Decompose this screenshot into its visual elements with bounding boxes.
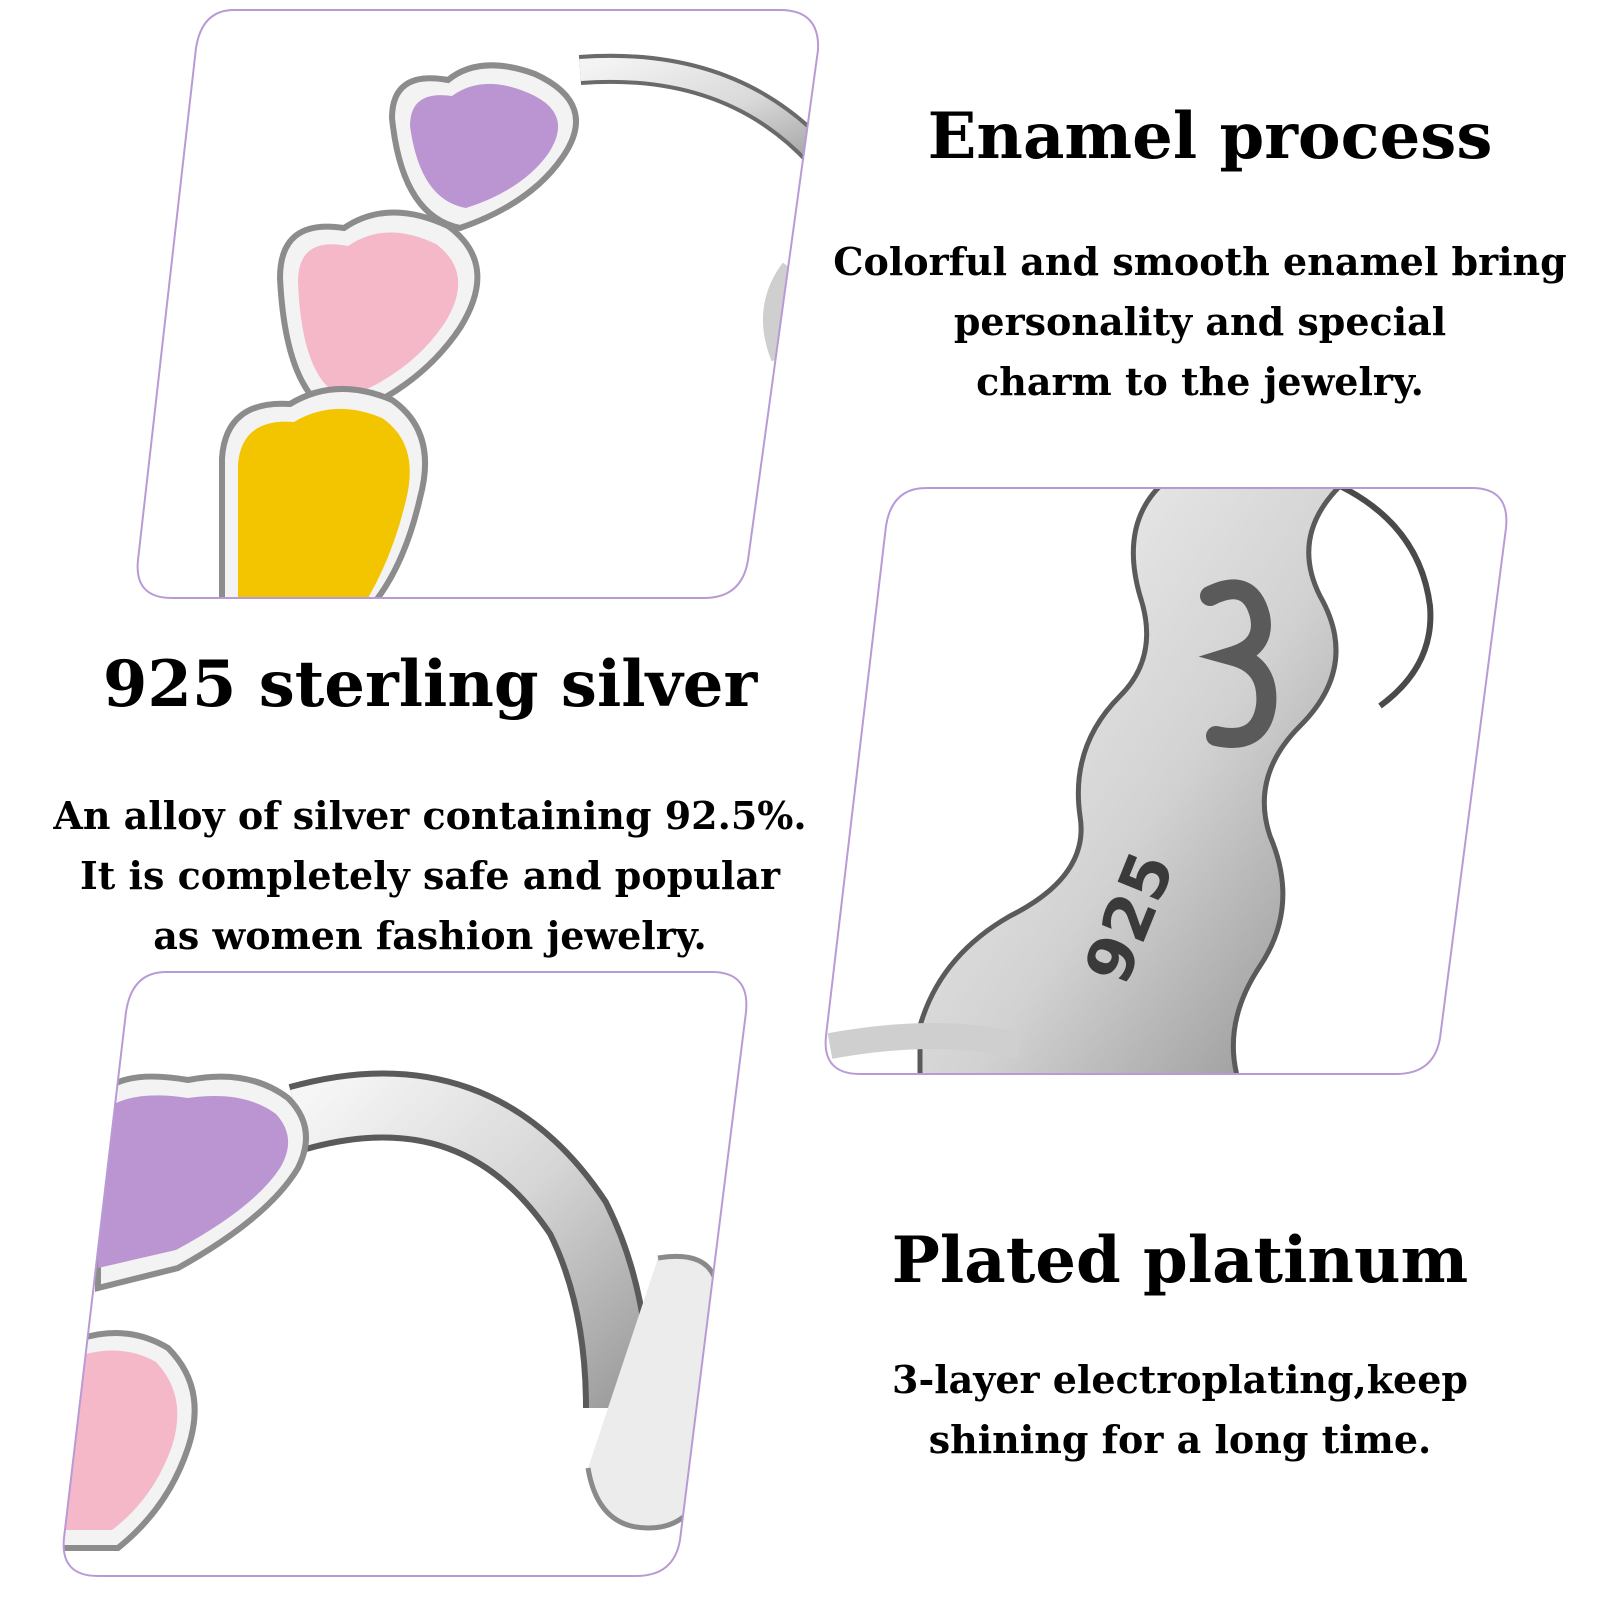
- enamel-process-title: Enamel process: [927, 99, 1493, 174]
- enamel-desc-line: charm to the jewelry.: [976, 359, 1424, 404]
- plated-platinum-title: Plated platinum: [891, 1223, 1469, 1298]
- sterling-silver-description: An alloy of silver containing 92.5%. It …: [40, 786, 820, 966]
- silver-stamp-illustration: 925: [824, 487, 1508, 1075]
- enamel-desc-line: Colorful and smooth enamel bring: [833, 239, 1567, 284]
- silver-stamp-photo: 925: [820, 486, 1520, 1086]
- platinum-desc-line: shining for a long time.: [928, 1417, 1432, 1462]
- enamel-process-description: Colorful and smooth enamel bring persona…: [830, 232, 1570, 412]
- platinum-band-photo: [58, 968, 758, 1588]
- enamel-desc-line: personality and special: [953, 299, 1447, 344]
- sterling-desc-line: It is completely safe and popular: [80, 853, 780, 898]
- sterling-desc-line: An alloy of silver containing 92.5%.: [53, 793, 807, 838]
- platinum-band-illustration: [62, 971, 748, 1577]
- plated-platinum-description: 3-layer electroplating,keep shining for …: [820, 1350, 1540, 1470]
- enamel-hearts-illustration: [136, 9, 820, 599]
- sterling-desc-line: as women fashion jewelry.: [153, 913, 707, 958]
- sterling-silver-title: 925 sterling silver: [102, 647, 758, 722]
- enamel-hearts-photo: [130, 8, 830, 608]
- platinum-desc-line: 3-layer electroplating,keep: [892, 1357, 1468, 1402]
